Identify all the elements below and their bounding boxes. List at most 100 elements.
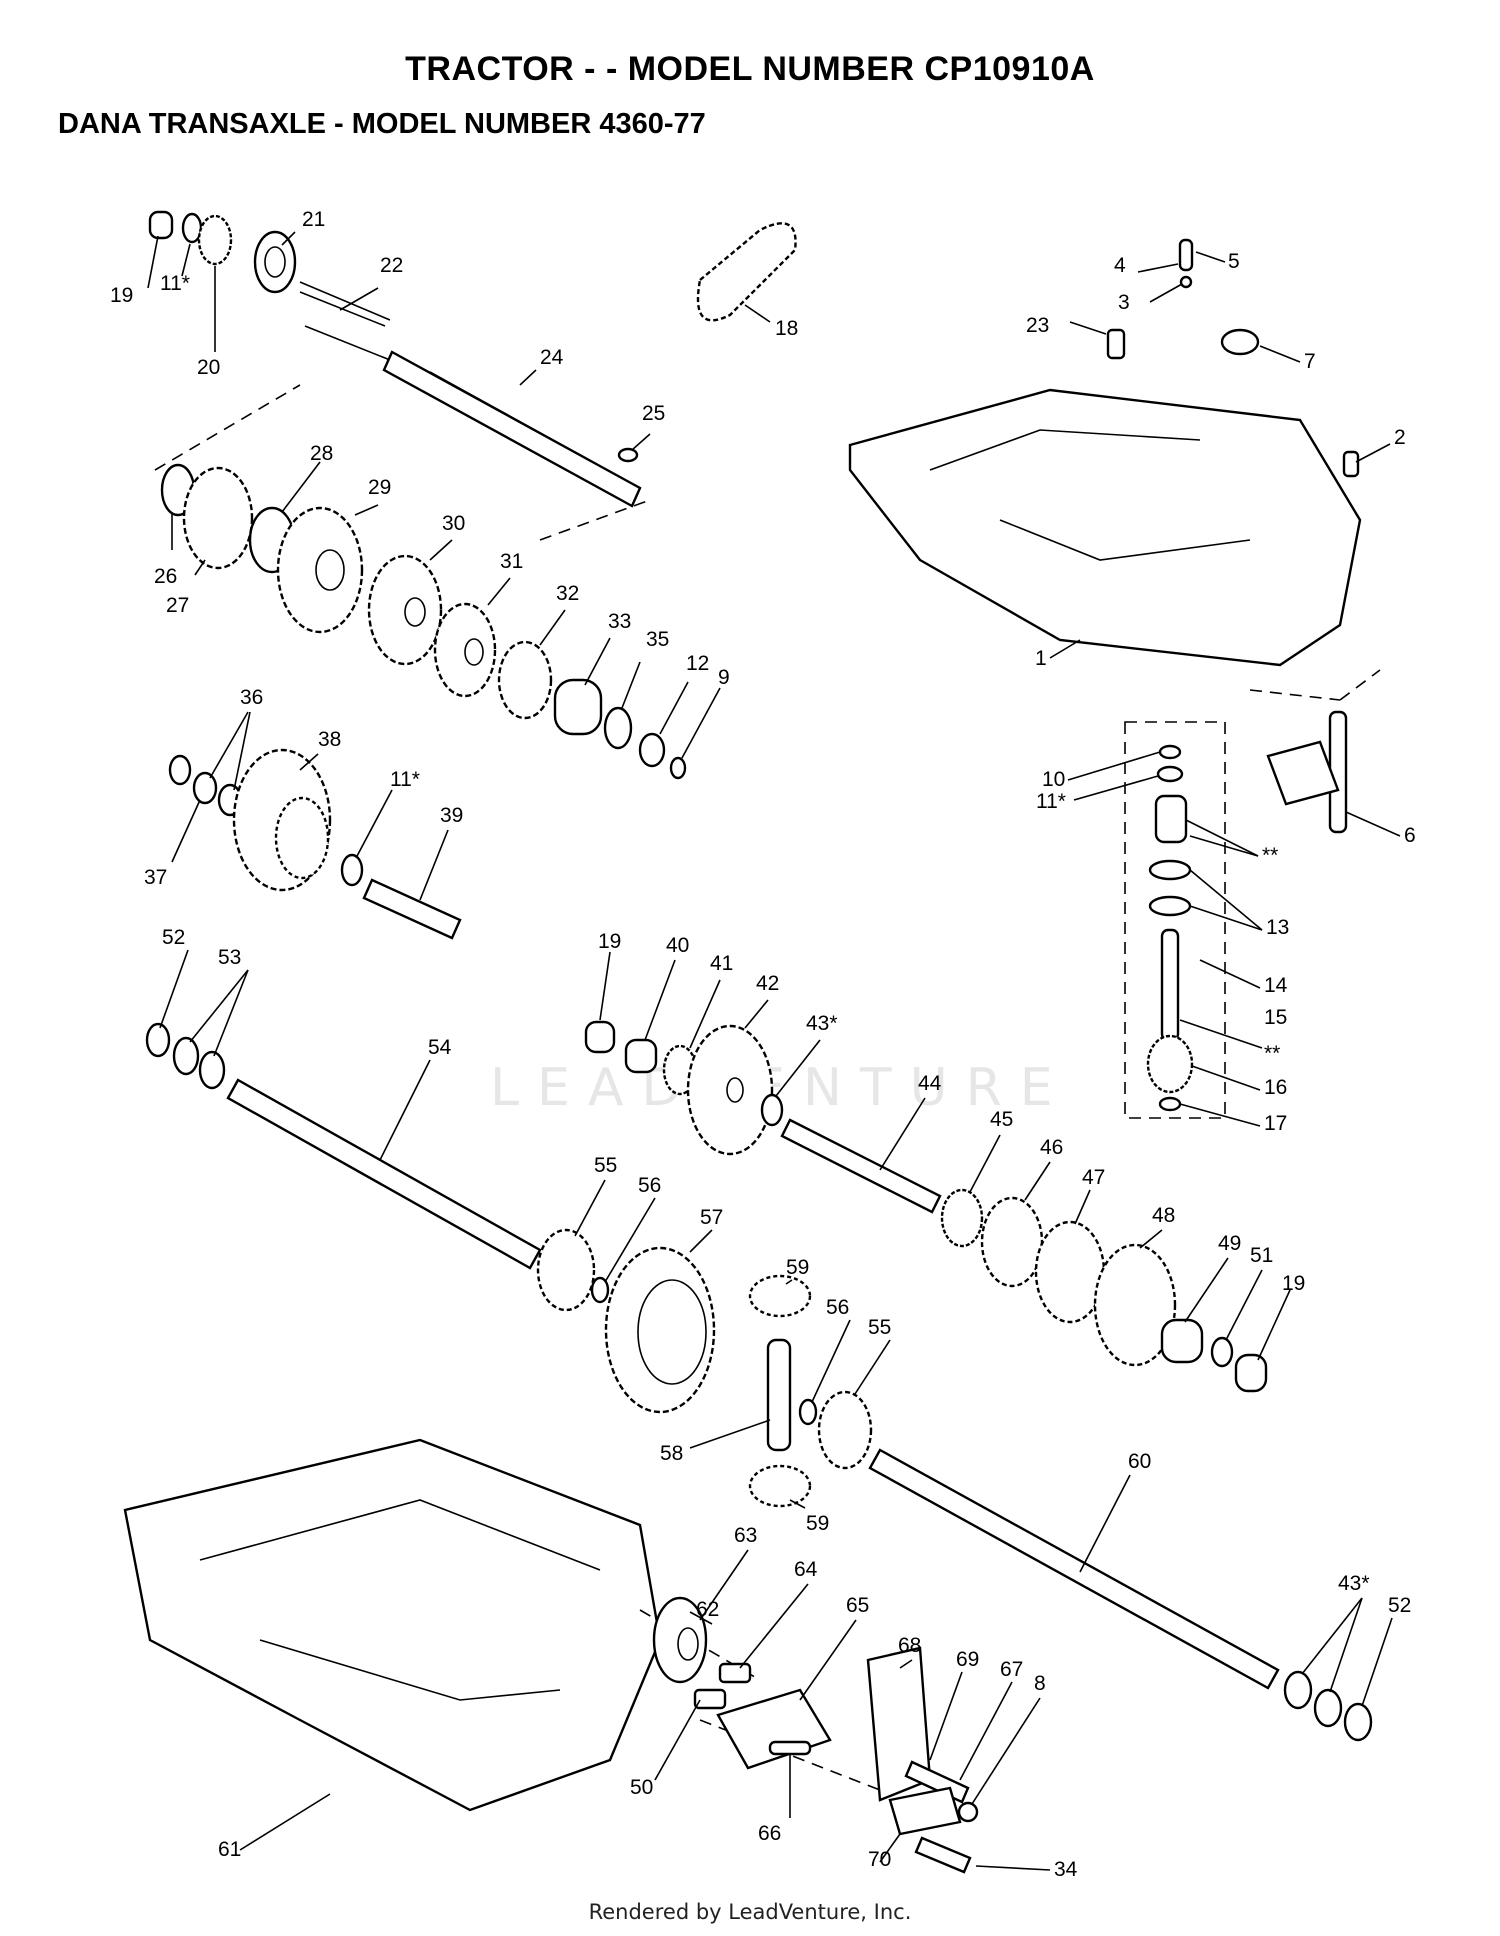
callout-label: 55	[868, 1316, 891, 1339]
callout-label: 70	[868, 1848, 891, 1871]
part-gear-32	[497, 640, 553, 720]
callout-label: 25	[642, 402, 665, 425]
callout-label: 31	[500, 550, 523, 573]
callout-label: 62	[696, 1598, 719, 1621]
callout-label: 11*	[1036, 790, 1066, 813]
part-brake-pads-50-64	[693, 1662, 752, 1710]
callout-label: 39	[440, 804, 463, 827]
part-shift-lever-6	[1266, 710, 1348, 834]
callout-label: 55	[594, 1154, 617, 1177]
callout-label: 1	[1035, 647, 1047, 670]
callout-label: 59	[786, 1256, 809, 1279]
callout-label: 9	[718, 666, 730, 689]
callout-label: 32	[556, 582, 579, 605]
part-bushing-12	[638, 732, 666, 768]
callout-label: 56	[638, 1174, 661, 1197]
callout-label: 59	[806, 1512, 829, 1535]
callout-label: 44	[918, 1072, 942, 1095]
callout-label: 20	[197, 356, 220, 379]
part-washers-36-37	[168, 754, 243, 817]
callout-label: 24	[540, 346, 564, 369]
part-bolt-34	[914, 1836, 972, 1874]
callout-label: 63	[734, 1524, 757, 1547]
part-gear-48	[1093, 1243, 1177, 1367]
part-bolt-67-69	[904, 1760, 979, 1823]
part-shaft-44	[780, 1118, 942, 1214]
callout-label: 10	[1042, 768, 1065, 791]
callout-label: 19	[598, 930, 621, 953]
callout-label: 67	[1000, 1658, 1023, 1681]
callout-label: 47	[1082, 1166, 1105, 1189]
callout-label: 23	[1026, 314, 1049, 337]
part-sprocket-27	[182, 466, 254, 570]
part-gear-29	[276, 506, 364, 634]
part-bolt-2	[1342, 450, 1360, 478]
callout-label: 8	[1034, 1672, 1046, 1695]
part-shift-parts-3-4-5	[1178, 238, 1194, 289]
callout-label: 34	[1054, 1858, 1078, 1881]
part-bolt-23	[1106, 328, 1126, 360]
part-washer-35	[603, 706, 633, 750]
callout-label: 48	[1152, 1204, 1175, 1227]
callout-label: 28	[310, 442, 333, 465]
callout-label: 4	[1114, 254, 1126, 277]
callout-label: 35	[646, 628, 669, 651]
part-washer-11-top	[181, 212, 203, 244]
part-washers-43-52-right	[1283, 1670, 1373, 1742]
part-shaft-24	[382, 350, 642, 508]
callout-label: 22	[380, 254, 403, 277]
part-case-upper-1	[848, 388, 1381, 701]
callout-label: 56	[826, 1296, 849, 1319]
callout-label: 29	[368, 476, 391, 499]
callout-label: 2	[1394, 426, 1406, 449]
part-gear-31	[433, 602, 497, 698]
part-chain-18	[696, 222, 797, 322]
callout-label: 57	[700, 1206, 723, 1229]
part-pin-39	[362, 878, 462, 940]
leader-lines	[147, 231, 1401, 1871]
callout-label: 46	[1040, 1136, 1063, 1159]
part-gear-45	[940, 1188, 984, 1248]
callout-label: 52	[1388, 1594, 1411, 1617]
callout-label: 11*	[160, 272, 190, 295]
part-washer-51	[1210, 1336, 1234, 1368]
callout-label: 15	[1264, 1006, 1287, 1029]
part-bushing-40	[624, 1038, 658, 1074]
callout-label: 37	[144, 866, 167, 889]
callout-label: 7	[1304, 350, 1316, 373]
part-bevel-gear-55-right	[817, 1390, 873, 1470]
part-pin-58	[766, 1338, 792, 1452]
part-keys-22	[299, 281, 391, 361]
callout-label: 11*	[390, 768, 420, 791]
callout-label: 43*	[1338, 1572, 1370, 1595]
callout-label: 61	[218, 1838, 241, 1861]
part-gear-30	[367, 554, 443, 666]
part-block-70	[888, 1786, 962, 1836]
part-washer-56-right	[798, 1398, 818, 1426]
callout-label: 60	[1128, 1450, 1151, 1473]
callout-label: 45	[990, 1108, 1013, 1131]
callout-labels: 1 2 3 4 5 6 7 8 9 10 11* 11* 11* 12 13 1…	[110, 208, 1416, 1881]
callout-label: 3	[1118, 291, 1130, 314]
callout-label: 68	[898, 1634, 921, 1657]
group-outline-shift-column	[1124, 721, 1226, 1119]
footer-credit: Rendered by LeadVenture, Inc.	[588, 1900, 912, 1924]
callout-label: 21	[302, 208, 325, 231]
callout-label: 51	[1250, 1244, 1273, 1267]
callout-label: 65	[846, 1594, 869, 1617]
part-bearing-49	[1160, 1318, 1204, 1364]
part-gear-47	[1034, 1220, 1106, 1324]
callout-label: 30	[442, 512, 465, 535]
callout-label: 19	[1282, 1272, 1305, 1295]
part-washer-11-mid	[340, 853, 364, 887]
callout-label: 43*	[806, 1012, 838, 1035]
part-pinions-59	[748, 1274, 812, 1508]
callout-label: 33	[608, 610, 631, 633]
page-title: TRACTOR - - MODEL NUMBER CP10910A	[405, 50, 1095, 88]
page-subtitle: DANA TRANSAXLE - MODEL NUMBER 4360-77	[58, 108, 706, 140]
part-bushing-19-mid	[584, 1020, 616, 1054]
callout-label: 14	[1264, 974, 1288, 997]
part-gear-42	[686, 1024, 774, 1156]
callout-label: 16	[1264, 1076, 1287, 1099]
